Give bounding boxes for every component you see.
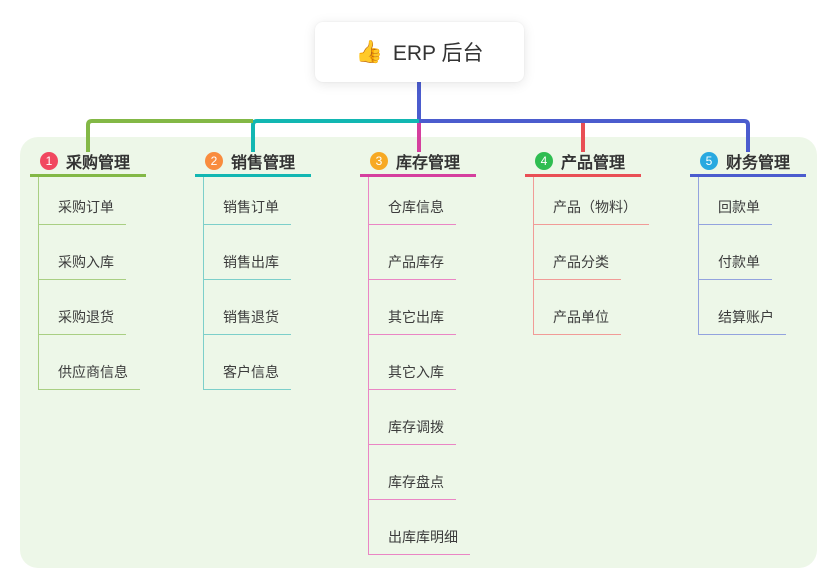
child-node-label: 回款单: [718, 199, 760, 215]
child-node-label: 采购退货: [58, 309, 114, 325]
branch-node-label: 库存管理: [396, 154, 461, 172]
child-node-label: 其它入库: [388, 364, 444, 380]
child-node[interactable]: 销售订单: [204, 177, 291, 225]
branch-children: 仓库信息产品库存其它出库其它入库库存调拨库存盘点出库库明细: [368, 177, 470, 555]
child-node[interactable]: 采购退货: [39, 280, 126, 335]
branch-node-label: 采购管理: [66, 154, 131, 172]
child-node[interactable]: 付款单: [699, 225, 772, 280]
branch-node-label: 产品管理: [561, 154, 626, 172]
child-node[interactable]: 产品分类: [534, 225, 621, 280]
child-node-label: 其它出库: [388, 309, 444, 325]
child-node-label: 产品单位: [553, 309, 609, 325]
child-node[interactable]: 供应商信息: [39, 335, 140, 390]
child-node[interactable]: 回款单: [699, 177, 772, 225]
child-node-label: 采购订单: [58, 199, 114, 215]
branch-node[interactable]: 5 财务管理: [690, 147, 806, 177]
branch-number-badge: 1: [40, 151, 58, 170]
branch-node-label: 销售管理: [231, 154, 296, 172]
child-node[interactable]: 其它入库: [369, 335, 456, 390]
child-node[interactable]: 销售退货: [204, 280, 291, 335]
child-node-label: 销售出库: [223, 254, 279, 270]
child-node-label: 产品分类: [553, 254, 609, 270]
branch-sales: 2 销售管理 销售订单销售出库销售退货客户信息: [195, 147, 311, 390]
branch-number-badge: 5: [700, 151, 718, 170]
child-node[interactable]: 销售出库: [204, 225, 291, 280]
branch-5-connector: [419, 119, 750, 152]
child-node[interactable]: 产品库存: [369, 225, 456, 280]
child-node-label: 销售退货: [223, 309, 279, 325]
branches-panel: [20, 137, 817, 568]
child-node-label: 出库库明细: [388, 529, 458, 545]
child-node[interactable]: 库存盘点: [369, 445, 456, 500]
branch-node[interactable]: 1 采购管理: [30, 147, 146, 177]
child-node[interactable]: 其它出库: [369, 280, 456, 335]
branch-node-label: 财务管理: [726, 154, 791, 172]
child-node[interactable]: 出库库明细: [369, 500, 470, 555]
branch-product: 4 产品管理 产品（物料） 产品分类产品单位: [525, 147, 649, 335]
child-node-label: 产品（物料）: [553, 199, 637, 215]
root-node[interactable]: 👍 ERP 后台: [315, 22, 524, 82]
child-node-label: 库存调拨: [388, 419, 444, 435]
branch-purchase: 1 采购管理 采购订单采购入库采购退货供应商信息: [30, 147, 146, 390]
child-node[interactable]: 采购订单: [39, 177, 126, 225]
branch-node[interactable]: 3 库存管理: [360, 147, 476, 177]
child-node[interactable]: 采购入库: [39, 225, 126, 280]
child-node-label: 付款单: [718, 254, 760, 270]
child-node[interactable]: 产品（物料）: [534, 177, 649, 225]
child-node[interactable]: 库存调拨: [369, 390, 456, 445]
branch-number-badge: 4: [535, 151, 553, 170]
branch-children: 销售订单销售出库销售退货客户信息: [203, 177, 291, 390]
branch-inventory: 3 库存管理 仓库信息产品库存其它出库其它入库库存调拨库存盘点出库库明细: [360, 147, 476, 555]
child-node-label: 仓库信息: [388, 199, 444, 215]
child-node[interactable]: 产品单位: [534, 280, 621, 335]
branch-number-badge: 2: [205, 151, 223, 170]
child-node-label: 销售订单: [223, 199, 279, 215]
branch-node[interactable]: 4 产品管理: [525, 147, 641, 177]
child-node-label: 结算账户: [718, 309, 774, 325]
branch-finance: 5 财务管理 回款单付款单结算账户: [690, 147, 806, 335]
child-node-label: 客户信息: [223, 364, 279, 380]
branch-1-connector: [86, 119, 253, 152]
child-node-label: 库存盘点: [388, 474, 444, 490]
branch-children: 回款单付款单结算账户: [698, 177, 786, 335]
branch-number-badge: 3: [370, 151, 388, 170]
branch-children: 产品（物料） 产品分类产品单位: [533, 177, 649, 335]
child-node-label: 产品库存: [388, 254, 444, 270]
branch-node[interactable]: 2 销售管理: [195, 147, 311, 177]
thumbs-up-icon: 👍: [355, 39, 383, 64]
child-node-label: 采购入库: [58, 254, 114, 270]
child-node-label: 供应商信息: [58, 364, 128, 380]
branch-2-connector: [251, 119, 419, 152]
root-node-label: ERP 后台: [392, 42, 484, 65]
child-node[interactable]: 结算账户: [699, 280, 786, 335]
branch-children: 采购订单采购入库采购退货供应商信息: [38, 177, 140, 390]
child-node[interactable]: 客户信息: [204, 335, 291, 390]
child-node[interactable]: 仓库信息: [369, 177, 456, 225]
